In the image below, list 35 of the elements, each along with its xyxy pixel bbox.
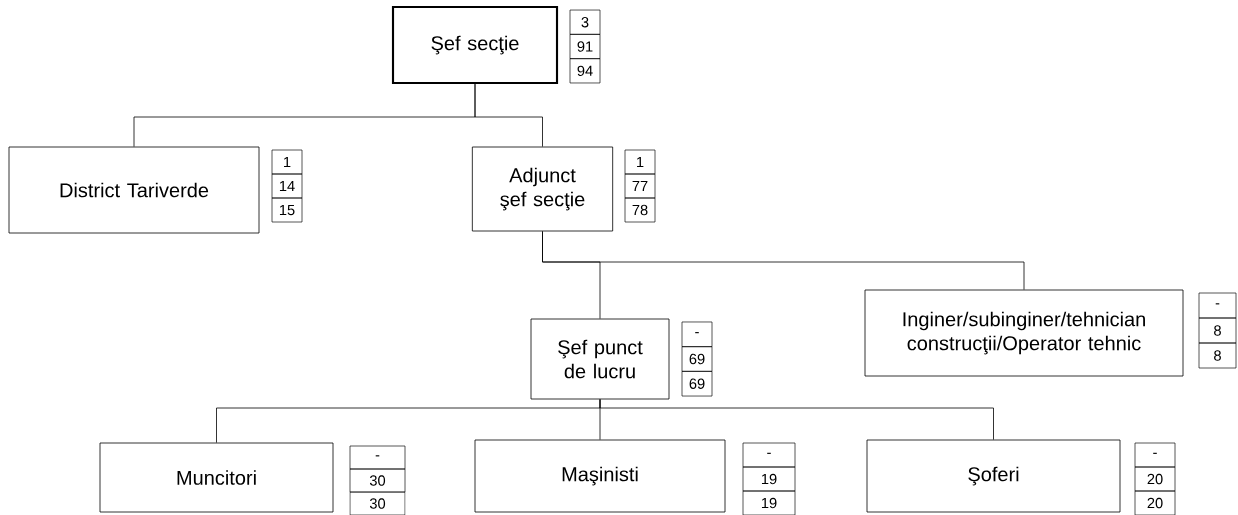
org-box: Inginer/subinginer/tehnician construcţii/Operator tehnic: [864, 289, 1184, 377]
number-cell: -: [1198, 292, 1237, 319]
number-cell: 30: [349, 468, 406, 493]
org-box: Şef secţie: [391, 5, 559, 85]
org-box: Muncitori: [99, 442, 334, 513]
org-box: District Tariverde: [8, 146, 260, 234]
org-box: Şef punct de lucru: [530, 318, 670, 400]
number-cell: 15: [271, 197, 303, 223]
number-cell: 30: [349, 491, 406, 515]
number-cell: 91: [569, 34, 601, 59]
org-box: Şoferi: [866, 439, 1121, 513]
org-box: Adjunct şef secţie: [471, 146, 614, 232]
number-cell: 69: [681, 346, 713, 372]
number-cell: -: [349, 445, 406, 470]
number-cell: -: [742, 442, 796, 468]
number-cell: 8: [1198, 317, 1237, 344]
connector-line: [599, 399, 994, 440]
connector-line: [474, 83, 543, 147]
number-cell: -: [1134, 442, 1176, 468]
number-cell: -: [681, 321, 713, 347]
number-cell: 1: [271, 149, 303, 175]
number-cell: 20: [1134, 490, 1176, 515]
number-cell: 77: [624, 173, 656, 199]
org-box: Maşinisti: [474, 439, 726, 513]
number-cell: 69: [681, 371, 713, 397]
number-cell: 3: [569, 9, 601, 35]
number-cell: 19: [742, 490, 796, 515]
number-cell: 94: [569, 58, 601, 84]
number-cell: 19: [742, 466, 796, 492]
connector-line: [542, 231, 1025, 290]
number-cell: 1: [624, 149, 656, 175]
number-cell: 14: [271, 173, 303, 199]
number-cell: 78: [624, 197, 656, 223]
number-cell: 8: [1198, 342, 1237, 369]
number-cell: 20: [1134, 466, 1176, 492]
